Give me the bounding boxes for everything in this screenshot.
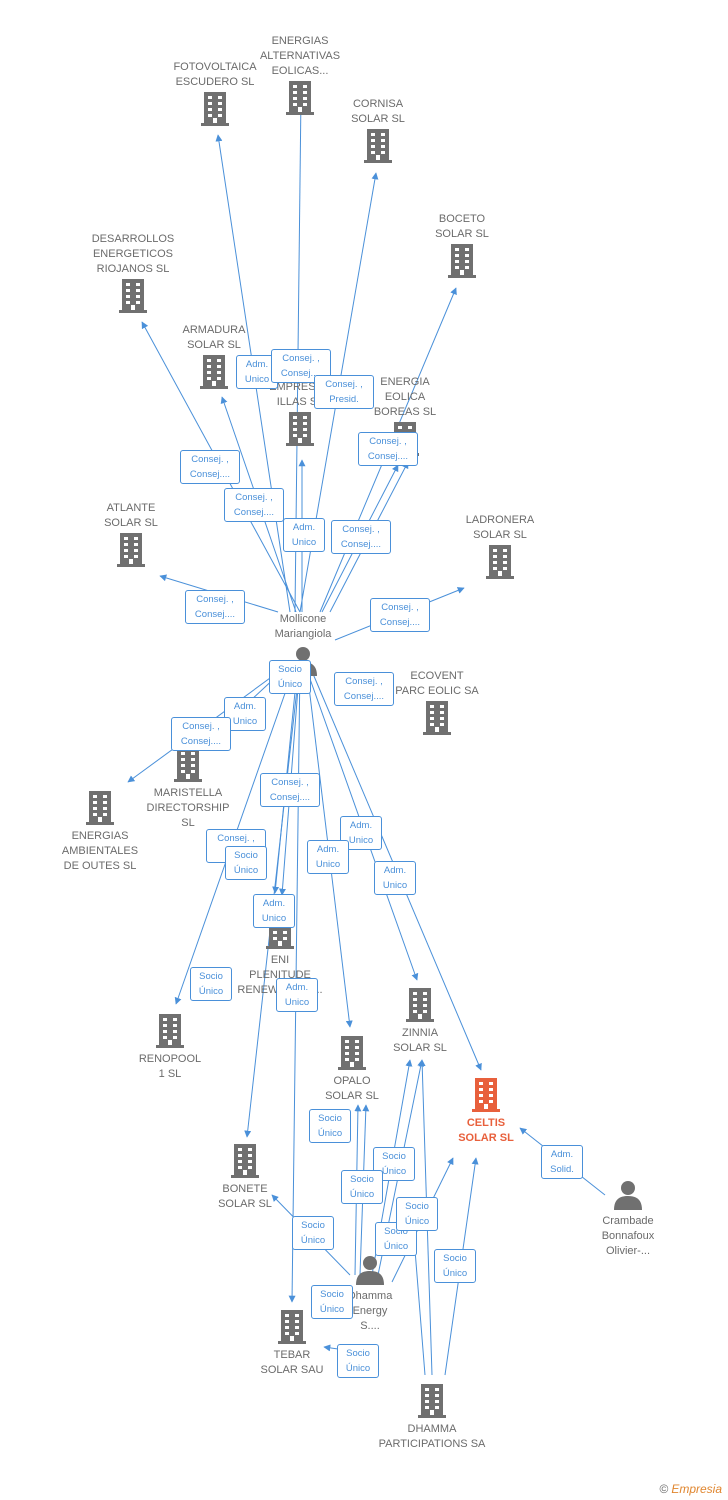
building-icon[interactable] — [406, 988, 434, 1022]
role-badge[interactable]: Socio Único — [269, 660, 311, 694]
company-label[interactable]: TEBAR SOLAR SAU — [260, 1349, 324, 1376]
company-label[interactable]: BOCETO SOLAR SL — [435, 213, 489, 240]
role-badge[interactable]: Adm. Unico — [276, 978, 318, 1012]
role-badge[interactable]: Socio Único — [292, 1216, 334, 1250]
role-badge[interactable]: Consej. , Consej.... — [224, 488, 284, 522]
role-badge[interactable]: Socio Único — [396, 1197, 438, 1231]
building-icon[interactable] — [231, 1144, 259, 1178]
building-icon[interactable] — [472, 1078, 500, 1112]
building-icon[interactable] — [200, 355, 228, 389]
role-badge[interactable]: Consej. , Presid. — [314, 375, 374, 409]
building-icon[interactable] — [117, 533, 145, 567]
building-icon[interactable] — [486, 545, 514, 579]
role-badge[interactable]: Adm. Unico — [253, 894, 295, 928]
company-label[interactable]: ATLANTE SOLAR SL — [104, 502, 158, 529]
role-badge[interactable]: Adm. Unico — [283, 518, 325, 552]
company-label[interactable]: MARISTELLA DIRECTORSHIP SL — [146, 787, 230, 829]
role-badge[interactable]: Socio Único — [190, 967, 232, 1001]
company-label[interactable]: CELTIS SOLAR SL — [458, 1117, 514, 1144]
company-label[interactable]: RENOPOOL 1 SL — [138, 1053, 202, 1080]
company-label[interactable]: FOTOVOLTAICA ESCUDERO SL — [173, 61, 257, 88]
role-badge[interactable]: Consej. , Consej.... — [185, 590, 245, 624]
role-badge[interactable]: Adm. Unico — [307, 840, 349, 874]
role-badge[interactable]: Socio Único — [225, 846, 267, 880]
role-badge[interactable]: Consej. , Consej.... — [370, 598, 430, 632]
building-icon[interactable] — [338, 1036, 366, 1070]
building-icon[interactable] — [286, 412, 314, 446]
building-icon[interactable] — [201, 92, 229, 126]
role-badge[interactable]: Consej. , Consej.... — [331, 520, 391, 554]
person-icon[interactable] — [355, 1255, 385, 1285]
copyright-symbol: © — [659, 1482, 669, 1496]
company-label[interactable]: BONETE SOLAR SL — [218, 1183, 272, 1210]
role-badge[interactable]: Consej. , Consej.... — [171, 717, 231, 751]
building-icon[interactable] — [156, 1014, 184, 1048]
company-label[interactable]: ENERGIAS AMBIENTALES DE OUTES SL — [61, 830, 139, 872]
building-icon[interactable] — [119, 279, 147, 313]
company-label[interactable]: ECOVENT PARC EOLIC SA — [395, 670, 479, 697]
role-badge[interactable]: Socio Único — [337, 1344, 379, 1378]
brand-name[interactable]: Empresia — [671, 1482, 722, 1496]
company-label[interactable]: LADRONERA SOLAR SL — [465, 514, 535, 541]
company-label[interactable]: ZINNIA SOLAR SL — [393, 1027, 447, 1054]
person-label[interactable]: Dhamma Energy S.... — [347, 1290, 393, 1332]
building-icon[interactable] — [364, 129, 392, 163]
role-badge[interactable]: Adm. Unico — [374, 861, 416, 895]
person-label[interactable]: Mollicone Mariangiola — [274, 613, 332, 640]
role-badge[interactable]: Consej. , Consej.... — [358, 432, 418, 466]
building-icon[interactable] — [448, 244, 476, 278]
role-badge[interactable]: Adm. Solid. — [541, 1145, 583, 1179]
role-badge[interactable]: Socio Único — [434, 1249, 476, 1283]
company-label[interactable]: OPALO SOLAR SL — [325, 1075, 379, 1102]
building-icon[interactable] — [423, 701, 451, 735]
role-badge[interactable]: Adm. Unico — [224, 697, 266, 731]
role-badge[interactable]: Consej. , Consej.... — [334, 672, 394, 706]
company-label[interactable]: CORNISA SOLAR SL — [351, 98, 405, 125]
role-badge[interactable]: Socio Único — [309, 1109, 351, 1143]
building-icon[interactable] — [174, 748, 202, 782]
role-badge[interactable]: Socio Único — [341, 1170, 383, 1204]
company-label[interactable]: DHAMMA PARTICIPATIONS SA — [378, 1423, 486, 1450]
role-badge[interactable]: Socio Único — [311, 1285, 353, 1319]
company-label[interactable]: ENERGIA EOLICA BOREAS SL — [373, 376, 437, 418]
role-badge[interactable]: Consej. , Consej.... — [260, 773, 320, 807]
person-label[interactable]: Crambade Bonnafoux Olivier-... — [601, 1215, 655, 1257]
company-label[interactable]: ARMADURA SOLAR SL — [182, 324, 246, 351]
company-label[interactable]: DESARROLLOS ENERGETICOS RIOJANOS SL — [91, 233, 175, 275]
building-icon[interactable] — [86, 791, 114, 825]
role-badge[interactable]: Consej. , Consej.... — [180, 450, 240, 484]
brand-footer: ©Empresia — [659, 1482, 722, 1496]
building-icon[interactable] — [418, 1384, 446, 1418]
person-icon[interactable] — [613, 1180, 643, 1210]
company-label[interactable]: ENERGIAS ALTERNATIVAS EOLICAS... — [259, 35, 341, 77]
